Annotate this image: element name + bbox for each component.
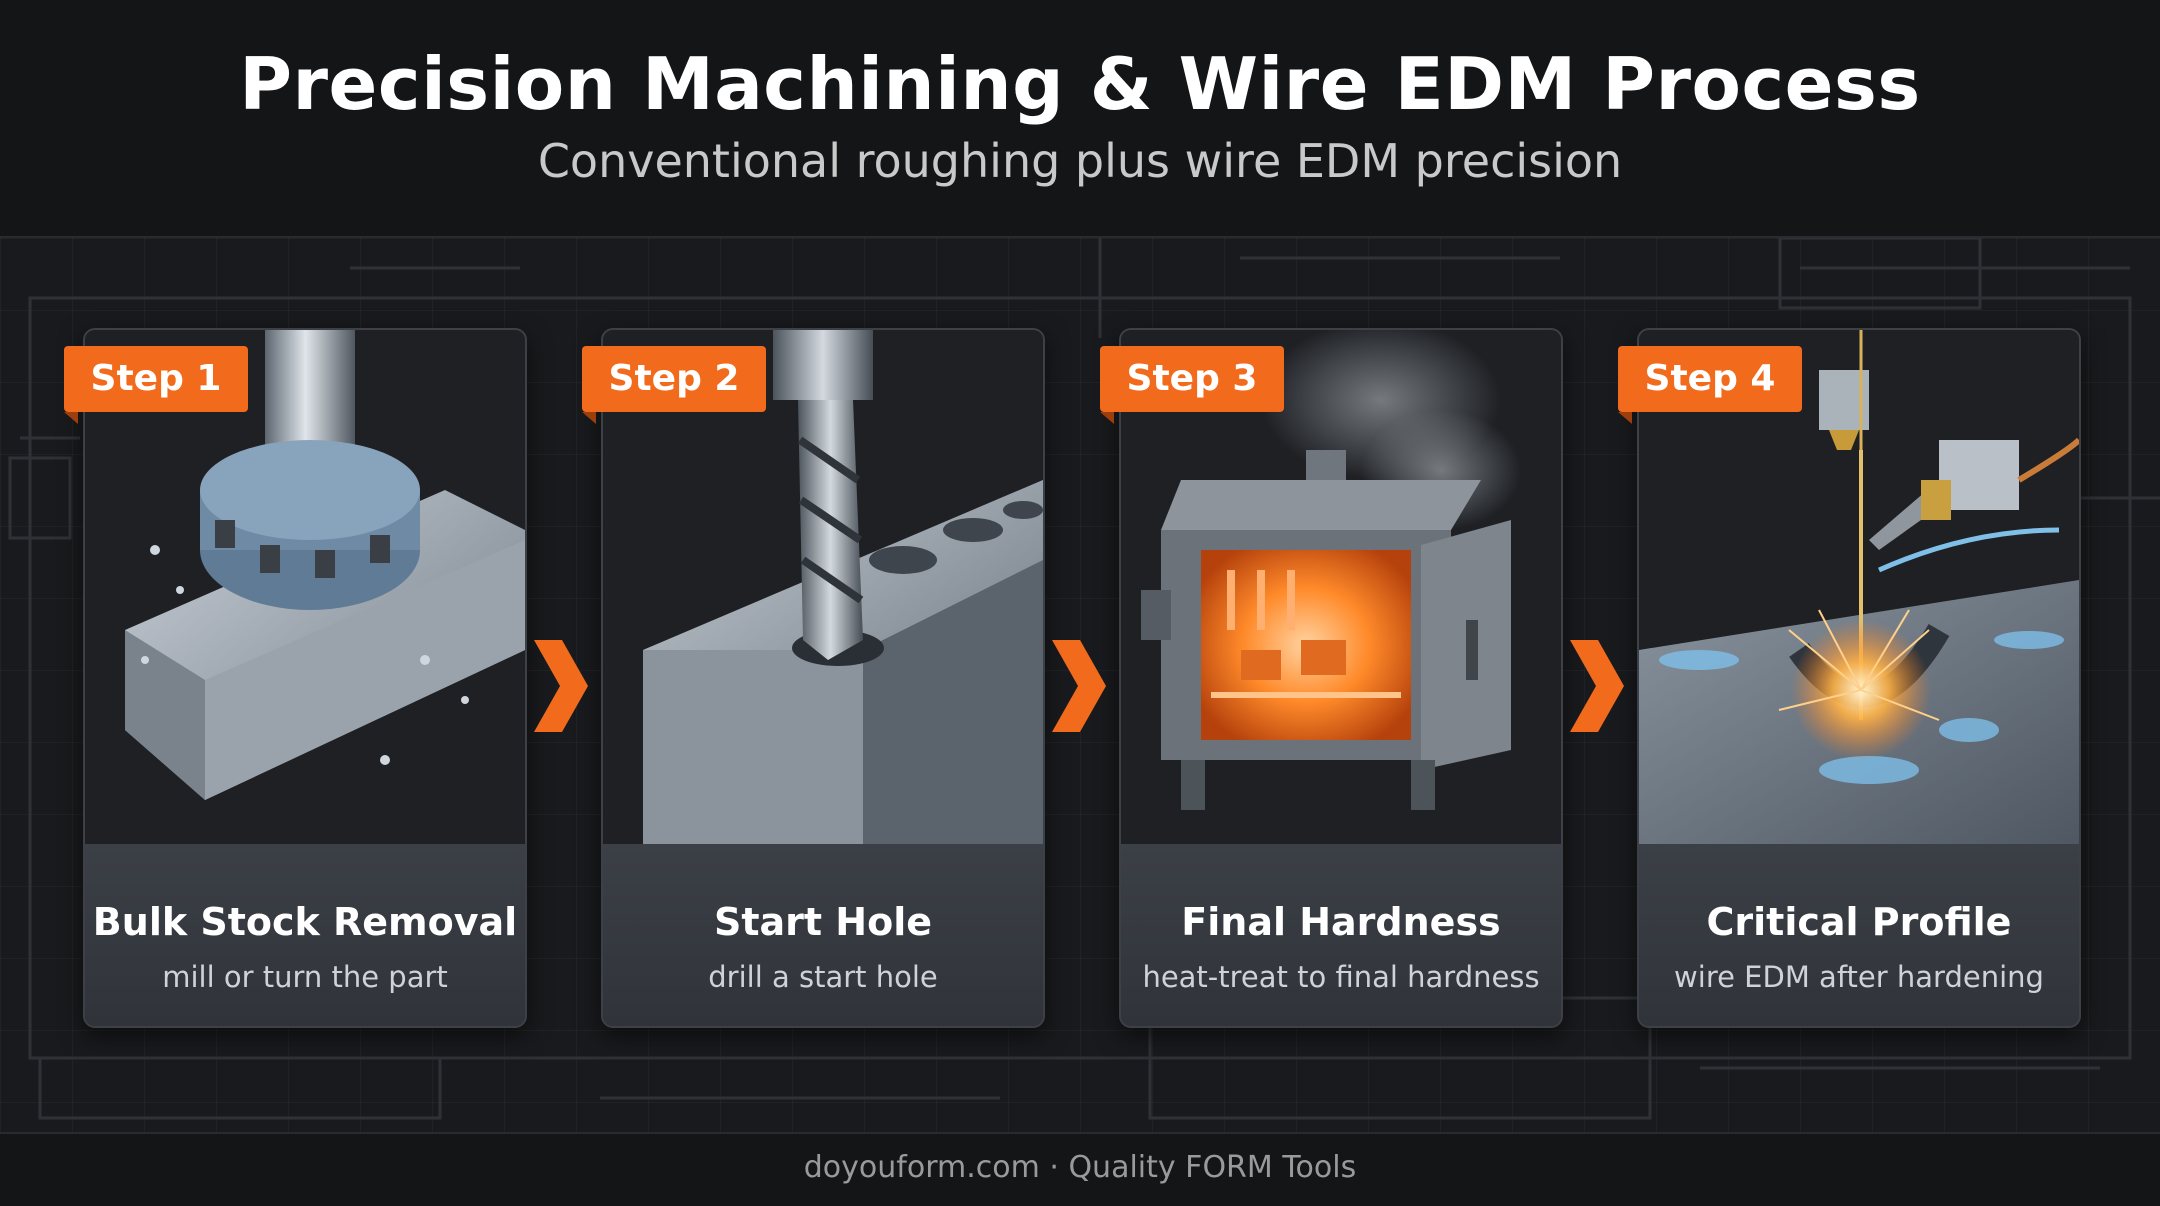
header: Precision Machining & Wire EDM Process C… (0, 0, 2160, 236)
step-1-title: Bulk Stock Removal (92, 900, 518, 944)
step-2-badge: Step 2 (582, 346, 766, 424)
chevron-right-icon (1052, 640, 1106, 732)
page-subtitle: Conventional roughing plus wire EDM prec… (537, 134, 1623, 188)
step-4-title: Critical Profile (1706, 900, 2012, 944)
step-3-caption: Final Hardness heat-treat to final hardn… (1121, 844, 1561, 1026)
step-4-badge: Step 4 (1618, 346, 1802, 424)
step-3-title: Final Hardness (1181, 900, 1501, 944)
step-1-illustration (85, 330, 525, 844)
step-4-caption: Critical Profile wire EDM after hardenin… (1639, 844, 2079, 1026)
step-2-illustration (603, 330, 1043, 844)
chevron-right-icon (534, 640, 588, 732)
step-4-subtitle: wire EDM after hardening (1674, 960, 2044, 994)
step-3-illustration (1121, 330, 1561, 844)
face-mill-icon (125, 330, 525, 800)
step-4-illustration (1639, 330, 2079, 844)
step-2-caption: Start Hole drill a start hole (603, 844, 1043, 1026)
chevron-right-icon (1570, 640, 1624, 732)
step-card-3: Final Hardness heat-treat to final hardn… (1119, 328, 1563, 1028)
step-1-subtitle: mill or turn the part (162, 960, 448, 994)
step-1-caption: Bulk Stock Removal mill or turn the part (85, 844, 525, 1026)
step-2-subtitle: drill a start hole (708, 960, 938, 994)
wire-edm-icon (1639, 330, 2079, 844)
step-3-badge: Step 3 (1100, 346, 1284, 424)
footer-credit: doyouform.com · Quality FORM Tools (803, 1150, 1357, 1185)
drill-bit-icon (643, 330, 1043, 844)
page-title: Precision Machining & Wire EDM Process (239, 42, 1921, 126)
step-2-title: Start Hole (713, 900, 933, 944)
furnace-icon (1141, 330, 1521, 810)
step-3-subtitle: heat-treat to final hardness (1142, 960, 1540, 994)
step-card-2: Start Hole drill a start hole (601, 328, 1045, 1028)
step-card-4: Critical Profile wire EDM after hardenin… (1637, 328, 2081, 1028)
step-1-badge: Step 1 (64, 346, 248, 424)
step-card-1: Bulk Stock Removal mill or turn the part (83, 328, 527, 1028)
